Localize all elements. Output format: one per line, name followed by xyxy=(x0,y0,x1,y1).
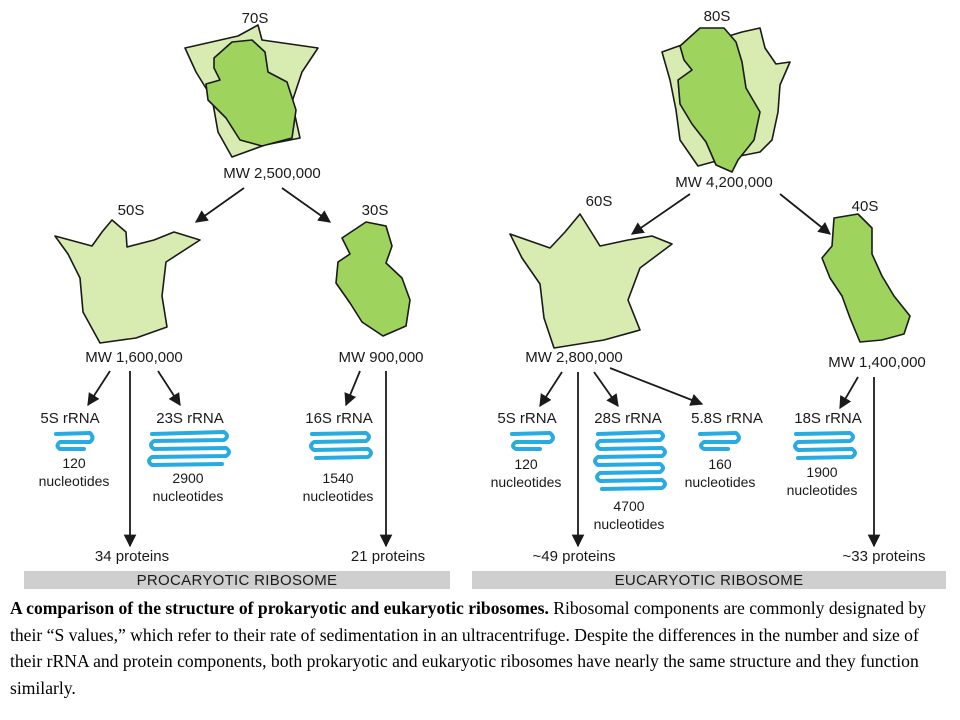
euk-5s-rrna-label: 5S rRNA xyxy=(497,410,556,427)
euk-banner-label: EUCARYOTIC RIBOSOME xyxy=(615,572,804,589)
pro-5s-nucleotide-count: 120 xyxy=(62,455,86,471)
euk-60s-label: 60S xyxy=(586,193,613,210)
euk-large-subunit-proteins: ~49 proteins xyxy=(533,548,616,565)
pro-arrow-to-50s xyxy=(194,187,245,223)
ribosome-comparison-diagram: 70S MW 2,500,000 50S 30S MW 1,600,000 MW… xyxy=(24,8,946,589)
euk-40s-label: 40S xyxy=(852,198,879,215)
pro-banner-bar xyxy=(24,571,450,589)
pro-23s-nucleotide-count: 2900 xyxy=(172,470,203,486)
euk-arrow-to-60s xyxy=(630,193,691,235)
pro-50s-mw: MW 1,600,000 xyxy=(85,349,183,366)
euk-5-8s-nucleotide-unit: nucleotides xyxy=(685,474,756,490)
pro-5s-nucleotide-unit: nucleotides xyxy=(39,473,110,489)
euk-18s-rrna-label: 18S rRNA xyxy=(794,410,862,427)
euk-80s-ribosome-shape xyxy=(661,27,791,173)
eukaryote-panel: 80S MW 4,200,000 60S 40S MW 2,800,000 MW… xyxy=(472,8,946,589)
pro-5s-rrna-squiggle xyxy=(54,431,95,451)
figure-caption: A comparison of the structure of prokary… xyxy=(10,595,955,701)
pro-50s-subunit-shape xyxy=(54,219,201,344)
pro-70s-mw: MW 2,500,000 xyxy=(223,165,321,182)
pro-arrow-to-30s xyxy=(281,187,332,223)
pro-70s-ribosome-shape xyxy=(184,24,319,158)
euk-5s-nucleotide-count: 120 xyxy=(514,456,538,472)
euk-40s-subunit-shape xyxy=(821,213,911,343)
euk-60s-mw: MW 2,800,000 xyxy=(525,349,623,366)
euk-5s-rrna-squiggle xyxy=(510,431,555,451)
pro-small-subunit-proteins: 21 proteins xyxy=(351,548,425,565)
euk-5-8s-rrna-label: 5.8S rRNA xyxy=(691,410,763,427)
caption-body: Ribosomal components are commonly design… xyxy=(10,598,927,698)
euk-28s-nucleotide-count: 4700 xyxy=(613,498,644,514)
pro-arrow-to-23s xyxy=(157,370,181,407)
euk-28s-rrna-squiggle xyxy=(593,430,667,491)
euk-80s-label: 80S xyxy=(704,8,731,25)
pro-23s-nucleotide-unit: nucleotides xyxy=(153,488,224,504)
pro-16s-nucleotide-unit: nucleotides xyxy=(303,488,374,504)
euk-28s-rrna-label: 28S rRNA xyxy=(594,410,662,427)
euk-arrow-to-5-8s xyxy=(609,367,704,406)
pro-50s-label: 50S xyxy=(118,202,145,219)
euk-40s-mw: MW 1,400,000 xyxy=(828,354,926,371)
pro-5s-rrna-label: 5S rRNA xyxy=(40,410,99,427)
prokaryote-panel: 70S MW 2,500,000 50S 30S MW 1,600,000 MW… xyxy=(24,10,450,589)
euk-28s-nucleotide-unit: nucleotides xyxy=(594,516,665,532)
pro-arrow-to-5s xyxy=(87,370,111,407)
euk-banner-bar xyxy=(472,571,946,589)
pro-30s-label: 30S xyxy=(362,202,389,219)
euk-60s-subunit-shape xyxy=(509,213,673,349)
euk-5-8s-nucleotide-count: 160 xyxy=(708,456,732,472)
pro-23s-rrna-squiggle xyxy=(147,430,231,467)
pro-16s-rrna-label: 16S rRNA xyxy=(305,410,373,427)
pro-30s-mw: MW 900,000 xyxy=(338,349,423,366)
euk-arrow-to-40s xyxy=(779,193,831,235)
euk-arrow-to-5s xyxy=(539,371,563,408)
euk-18s-nucleotide-count: 1900 xyxy=(806,464,837,480)
euk-small-subunit-proteins: ~33 proteins xyxy=(843,548,926,565)
pro-16s-nucleotide-count: 1540 xyxy=(322,470,353,486)
euk-18s-rrna-squiggle xyxy=(793,431,857,460)
euk-arrow-to-28s xyxy=(593,371,619,408)
euk-5-8s-rrna-squiggle xyxy=(698,431,741,451)
caption-title: A comparison of the structure of prokary… xyxy=(10,598,549,618)
pro-large-subunit-proteins: 34 proteins xyxy=(95,548,169,565)
pro-16s-rrna-squiggle xyxy=(309,431,373,460)
euk-arrow-to-18s xyxy=(839,376,859,410)
euk-18s-nucleotide-unit: nucleotides xyxy=(787,482,858,498)
pro-arrow-to-16s xyxy=(344,370,361,407)
pro-banner-label: PROCARYOTIC RIBOSOME xyxy=(137,572,338,589)
pro-23s-rrna-label: 23S rRNA xyxy=(156,410,224,427)
pro-70s-label: 70S xyxy=(242,10,269,27)
euk-80s-mw: MW 4,200,000 xyxy=(675,174,773,191)
pro-30s-subunit-shape xyxy=(335,221,411,337)
euk-5s-nucleotide-unit: nucleotides xyxy=(491,474,562,490)
